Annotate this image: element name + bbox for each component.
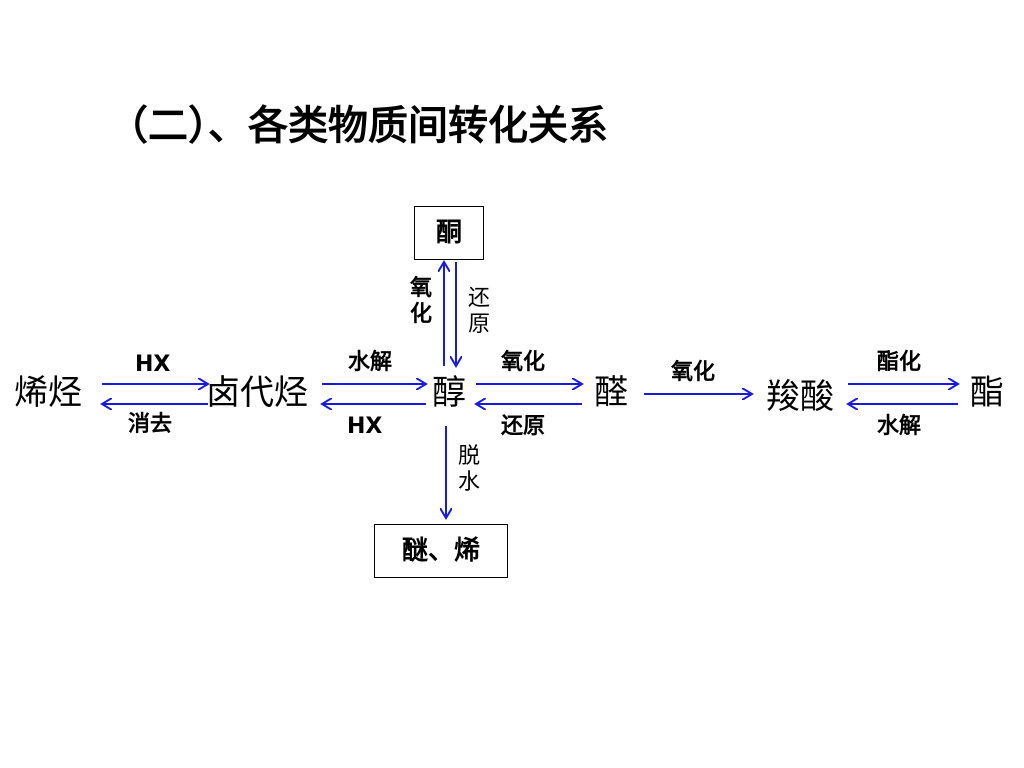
label-ketone-to-alcohol: 还原 [467,286,490,337]
node-ketone: 酮 [435,218,462,248]
page-title: （二）、各类物质间转化关系 [108,103,608,149]
node-carboxylic-acid: 羧酸 [766,377,834,417]
node-ether-alkene: 醚、烯 [401,536,480,566]
label-aldehyde-to-alcohol: 还原 [501,414,546,439]
node-aldehyde: 醛 [594,373,628,413]
label-haloalkane-to-alkene: 消去 [128,412,173,437]
label-alkene-to-haloalkane: HX [135,352,171,377]
label-aldehyde-to-acid: 氧化 [671,360,716,385]
label-ester-to-acid: 水解 [877,414,922,439]
label-acid-to-ester: 酯化 [877,350,922,375]
node-ketone-box: 酮 [414,206,484,260]
node-ester: 酯 [970,373,1004,413]
label-alcohol-to-ether: 脱水 [457,444,480,495]
label-alcohol-to-haloalkane: HX [347,414,383,439]
label-alcohol-to-aldehyde: 氧化 [501,350,546,375]
label-alcohol-to-ketone: 氧化 [409,276,432,327]
label-haloalkane-to-alcohol: 水解 [348,350,393,375]
node-alkene: 烯烃 [14,373,82,413]
node-alcohol: 醇 [432,373,466,413]
node-haloalkane: 卤代烃 [206,373,308,413]
node-ether-alkene-box: 醚、烯 [374,524,508,578]
